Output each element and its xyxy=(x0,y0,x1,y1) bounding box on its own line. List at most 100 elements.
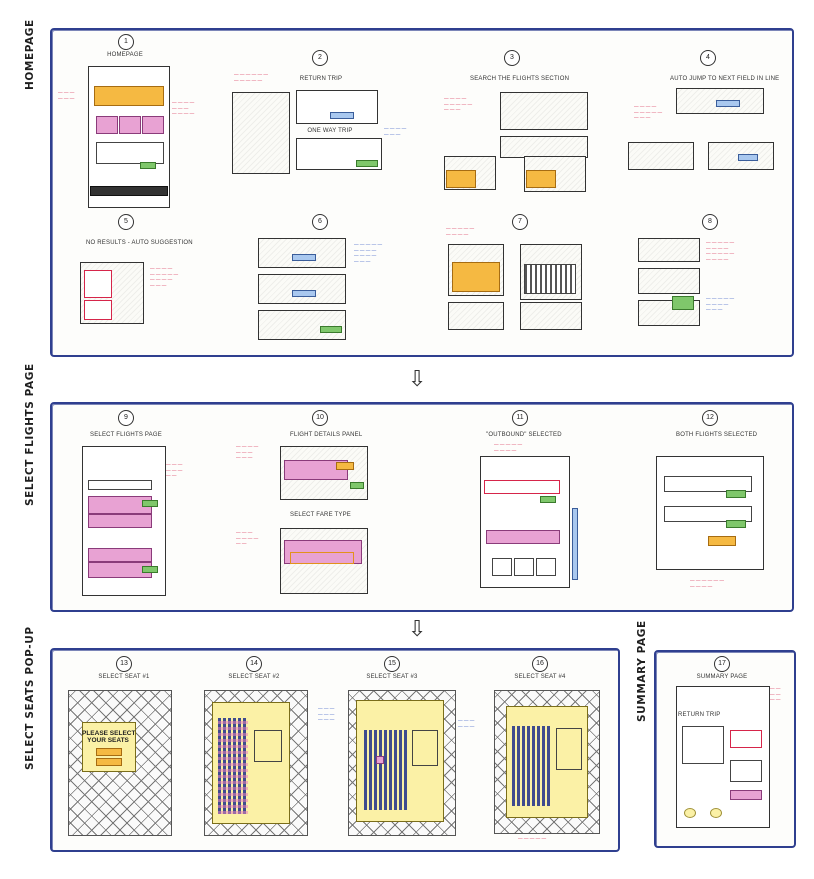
annotation: — — — — — — — — — xyxy=(446,226,475,237)
step-title: SELECT FLIGHTS PAGE xyxy=(90,432,162,438)
option-circle xyxy=(684,808,696,818)
annotation: — — — — — — — — — — — — — — — — xyxy=(354,242,383,264)
step-number: 13 xyxy=(116,656,132,672)
step-title: BOTH FLIGHTS SELECTED xyxy=(676,432,758,438)
annotation: — — — — — — xyxy=(770,686,781,703)
annotation: — — — — — — — — — xyxy=(318,706,335,723)
option-circle xyxy=(710,808,722,818)
step-number: 9 xyxy=(118,410,134,426)
step-number: 5 xyxy=(118,214,134,230)
return-trip-form xyxy=(296,90,378,124)
down-arrow-icon: ⇩ xyxy=(408,616,427,641)
flight-row xyxy=(88,514,152,528)
details-box xyxy=(730,760,762,782)
annotation: — — — — — — — — xyxy=(166,462,183,479)
inbound-summary xyxy=(664,506,752,522)
cta-button xyxy=(140,162,156,169)
field-highlight xyxy=(292,290,316,297)
auto-jump-frame xyxy=(628,142,694,170)
step8-frame xyxy=(638,268,700,294)
legend-box xyxy=(254,730,282,762)
fare-highlight xyxy=(290,552,354,564)
step-number: 10 xyxy=(312,410,328,426)
step6-frame xyxy=(258,274,346,304)
calendar-frame xyxy=(520,302,582,330)
step-title: AUTO JUMP TO NEXT FIELD IN LINE xyxy=(670,76,780,82)
date-field xyxy=(330,112,354,119)
search-button xyxy=(320,326,342,333)
annotation: — — — — — — xyxy=(58,90,75,101)
content-block xyxy=(96,142,164,164)
step-number: 15 xyxy=(384,656,400,672)
down-arrow-icon: ⇩ xyxy=(408,366,427,391)
annotation: — — — — — — — — — — — xyxy=(172,100,195,117)
details-panel xyxy=(284,460,348,480)
annotation: — — — — — — — — — — — xyxy=(234,72,268,83)
search-panel-highlight xyxy=(94,86,164,106)
mobile-wireframe xyxy=(232,92,290,174)
step-number: 16 xyxy=(532,656,548,672)
seat-map xyxy=(512,726,552,806)
annotation: — — — — — — — — — xyxy=(494,442,523,453)
step-number: 2 xyxy=(312,50,328,66)
select-button xyxy=(142,566,158,573)
annotation: — — — — — xyxy=(518,836,547,841)
step8-frame xyxy=(638,238,700,262)
dropdown-highlight xyxy=(526,170,556,188)
popup-button xyxy=(96,758,122,766)
annotation: — — — — — — — — — — — — xyxy=(634,104,663,121)
fare-choice xyxy=(514,558,534,576)
annotation: — — — — — — — — — — xyxy=(690,578,724,589)
step-number: 4 xyxy=(700,50,716,66)
step-title: HOMEPAGE xyxy=(107,52,143,58)
flight-row xyxy=(88,480,152,490)
field-highlight xyxy=(738,154,758,161)
selected-badge xyxy=(726,520,746,528)
step-title: FLIGHT DETAILS PANEL xyxy=(290,432,363,438)
step-title: SEARCH THE FLIGHTS SECTION xyxy=(470,76,570,82)
summary-trip-title: RETURN TRIP xyxy=(678,712,721,718)
search-section-frame xyxy=(500,92,588,130)
passenger-picker xyxy=(672,296,694,310)
seat-map xyxy=(218,718,248,814)
step-number: 6 xyxy=(312,214,328,230)
annotation: — — — — — — — xyxy=(384,126,407,137)
step-title: SELECT SEAT #4 xyxy=(514,674,566,680)
popup-message: PLEASE SELECT YOUR SEATS xyxy=(82,730,136,744)
page-overlay xyxy=(68,690,172,836)
step-title: SELECT SEAT #3 xyxy=(366,674,418,680)
annotation: — — — — — — — — — — — — xyxy=(444,96,473,113)
step6-frame xyxy=(258,310,346,340)
summary-label: SUMMARY PAGE xyxy=(636,620,648,722)
selected-badge xyxy=(540,496,556,503)
field-highlight xyxy=(716,100,740,107)
select-flights-label: SELECT FLIGHTS PAGE xyxy=(24,363,36,506)
scroll-indicator xyxy=(572,508,578,580)
calendar-frame xyxy=(448,302,504,330)
step-number: 3 xyxy=(504,50,520,66)
selected-seat xyxy=(376,756,384,764)
price-box xyxy=(730,730,762,748)
annotation: — — — — — — — — — — — — — — — — — — xyxy=(706,240,735,262)
selected-flight xyxy=(484,480,560,494)
promo-tile xyxy=(96,116,118,134)
pay-button xyxy=(730,790,762,800)
suggestion-box xyxy=(84,270,112,298)
return-options xyxy=(486,530,560,544)
step-number: 17 xyxy=(714,656,730,672)
select-button xyxy=(142,500,158,507)
step-number: 8 xyxy=(702,214,718,230)
step-title: SELECT SEAT #2 xyxy=(228,674,280,680)
continue-button xyxy=(708,536,736,546)
homepage-label: HOMEPAGE xyxy=(24,19,36,90)
annotation: — — — — — — — — — xyxy=(236,530,259,547)
step-title: SUMMARY PAGE xyxy=(696,674,748,680)
search-section-frame xyxy=(500,136,588,158)
calendar-grid xyxy=(524,264,576,294)
step-number: 1 xyxy=(118,34,134,50)
annotation: — — — — — — — — — — xyxy=(236,444,259,461)
search-button xyxy=(356,160,378,167)
promo-tile xyxy=(142,116,164,134)
fare-choice xyxy=(492,558,512,576)
promo-tile xyxy=(119,116,141,134)
